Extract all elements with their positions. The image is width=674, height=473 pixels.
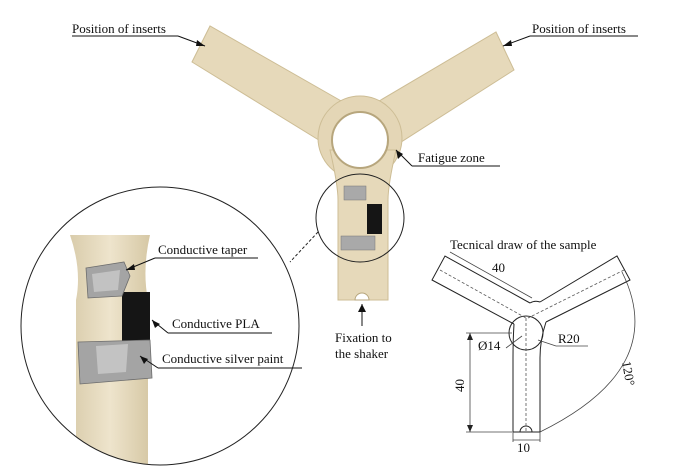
dim-stem-width: 10 — [517, 440, 530, 455]
dim-angle: 120° — [619, 360, 638, 387]
zoom-inset-border — [20, 186, 300, 466]
label-fixation-line1: Fixation to — [335, 330, 392, 345]
dim-stem-length: 40 — [452, 379, 467, 392]
zoom-inset — [20, 186, 300, 466]
technical-drawing: Tecnical draw of the sample 40 Ø14 R20 — [431, 237, 638, 455]
label-conductive-pla: Conductive PLA — [172, 316, 260, 331]
label-conductive-silver: Conductive silver paint — [162, 351, 284, 366]
label-fatigue-zone: Fatigue zone — [418, 150, 485, 165]
specimen-stem — [329, 149, 397, 301]
drawing-angle-arc — [539, 271, 636, 433]
zoom-connector — [289, 231, 319, 263]
dim-hole-diameter: Ø14 — [478, 338, 501, 353]
specimen-notch — [354, 292, 370, 301]
dim-radius: R20 — [558, 331, 580, 346]
zoom-source-circle — [315, 173, 405, 263]
label-inserts-left: Position of inserts — [72, 21, 166, 36]
dim-arm-length: 40 — [492, 260, 505, 275]
zoom-pla-block — [122, 292, 150, 342]
stem-pla-strip — [367, 204, 382, 234]
specimen-photo — [191, 25, 515, 301]
label-fixation-line2: the shaker — [335, 346, 389, 361]
stem-silver-bottom — [340, 235, 376, 251]
label-conductive-taper: Conductive taper — [158, 242, 248, 257]
drawing-stem — [512, 321, 547, 433]
specimen-hole — [331, 111, 389, 169]
stem-silver-top — [343, 185, 367, 201]
drawing-right-arm — [539, 255, 631, 323]
drawing-title: Tecnical draw of the sample — [450, 237, 597, 252]
label-inserts-right: Position of inserts — [532, 21, 626, 36]
drawing-left-arm — [431, 255, 531, 325]
